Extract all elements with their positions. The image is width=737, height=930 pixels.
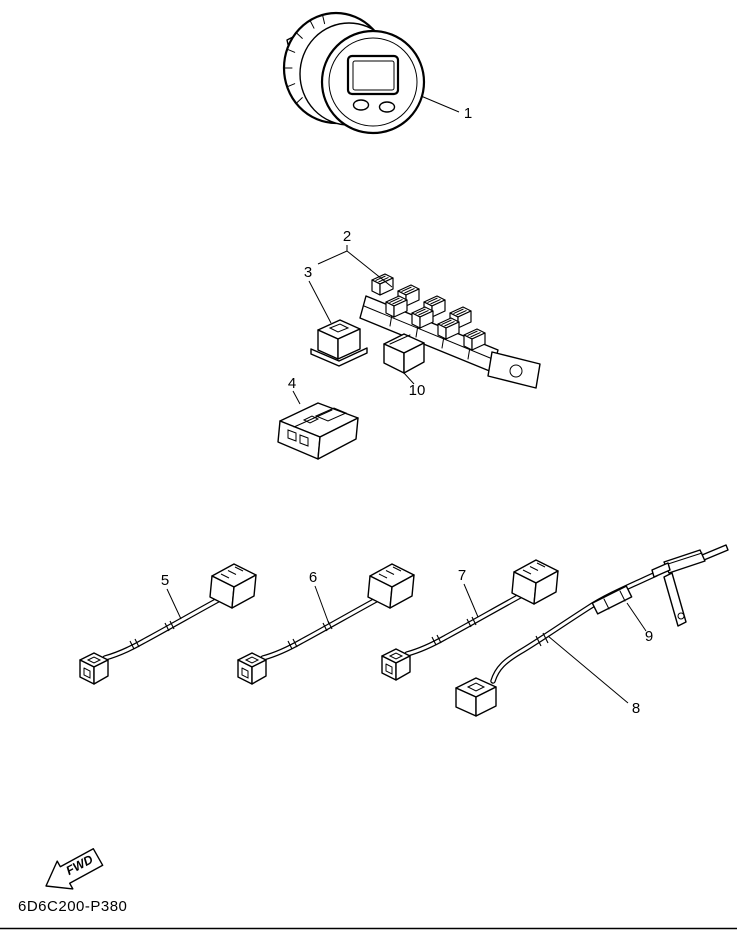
harness-connector-block bbox=[371, 273, 394, 296]
callout-1: 1 bbox=[420, 95, 472, 122]
mounting-bracket bbox=[487, 351, 541, 389]
drawing-code: 6D6C200-P380 bbox=[18, 898, 127, 915]
callout-3: 3 bbox=[304, 264, 332, 324]
part3-flange bbox=[310, 347, 368, 367]
sensor-lead-part-8 bbox=[455, 544, 729, 717]
wire-harness-assembly bbox=[359, 273, 541, 389]
callout-5: 5 bbox=[161, 572, 182, 620]
gauge-button-right bbox=[378, 101, 396, 113]
connector-part-4 bbox=[277, 402, 359, 460]
callout-9: 9 bbox=[626, 602, 653, 645]
callout-8: 8 bbox=[547, 635, 640, 717]
callout-label-5: 5 bbox=[161, 572, 169, 589]
multifunction-gauge bbox=[282, 11, 426, 135]
gauge-lcd-screen bbox=[346, 54, 400, 96]
callout-4: 4 bbox=[288, 375, 301, 405]
callout-label-8: 8 bbox=[632, 700, 640, 717]
callout-10: 10 bbox=[403, 372, 426, 399]
sensor-tip bbox=[701, 544, 729, 561]
fwd-arrow: FWD bbox=[45, 848, 104, 890]
callout-7: 7 bbox=[458, 567, 479, 618]
bracket-hole bbox=[509, 364, 523, 378]
callout-label-2: 2 bbox=[343, 228, 351, 245]
callout-label-10: 10 bbox=[409, 382, 426, 399]
gauge-rim-ribs bbox=[283, 14, 326, 104]
relay-part-10 bbox=[383, 333, 425, 374]
callout-label-7: 7 bbox=[458, 567, 466, 584]
callout-label-1: 1 bbox=[464, 105, 472, 122]
callout-label-6: 6 bbox=[309, 569, 317, 586]
gauge-button-left bbox=[352, 99, 370, 111]
callout-label-9: 9 bbox=[645, 628, 653, 645]
ferrule-part-9 bbox=[591, 585, 633, 615]
callout-2: 2 bbox=[317, 228, 393, 288]
connector-part-3 bbox=[310, 319, 368, 367]
callout-6: 6 bbox=[309, 569, 330, 625]
callout-label-4: 4 bbox=[288, 375, 296, 392]
callout-label-3: 3 bbox=[304, 264, 312, 281]
